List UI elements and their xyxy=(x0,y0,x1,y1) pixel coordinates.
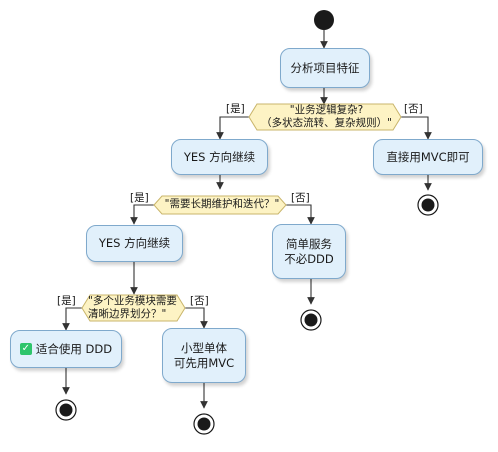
check-icon: ✓ xyxy=(19,343,32,355)
branch-label-no-1: [否] xyxy=(404,103,423,115)
end-node-4 xyxy=(193,413,215,435)
decision-1-text: "业务逻辑复杂? （多状态流转、复杂规则）" xyxy=(261,104,392,129)
node-yes-continue-1-label: YES 方向继续 xyxy=(183,149,256,164)
node-simple-service: 简单服务 不必DDD xyxy=(272,224,346,279)
end-node-1 xyxy=(417,194,439,216)
branch-label-yes-3: [是] xyxy=(57,295,76,307)
decision-3-text: "多个业务模块需要 清晰边界划分？" xyxy=(88,295,177,320)
branch-label-no-3: [否] xyxy=(190,295,209,307)
node-analyze-project: 分析项目特征 xyxy=(280,48,370,88)
node-direct-mvc: 直接用MVC即可 xyxy=(373,139,483,175)
edge-decision-3-yes xyxy=(62,307,82,331)
edge-decision-2-no xyxy=(286,204,315,225)
node-yes-continue-1: YES 方向继续 xyxy=(171,139,268,175)
end-node-2 xyxy=(300,309,322,331)
node-simple-service-label: 简单服务 不必DDD xyxy=(284,236,334,266)
node-small-mvc-label: 小型单体 可先用MVC xyxy=(173,340,235,370)
decision-1-shape xyxy=(248,103,402,131)
decision-2-text: "需要长期维护和迭代？" xyxy=(164,198,280,210)
edge-decision-2-yes xyxy=(130,204,154,225)
end-node-3 xyxy=(55,399,77,421)
node-suitable-ddd-label: 适合使用 DDD xyxy=(35,341,113,356)
node-analyze-project-label: 分析项目特征 xyxy=(290,60,360,75)
node-yes-continue-2: YES 方向继续 xyxy=(86,225,183,262)
node-suitable-ddd: ✓适合使用 DDD xyxy=(10,330,122,368)
branch-label-no-2: [否] xyxy=(291,192,310,204)
node-direct-mvc-label: 直接用MVC即可 xyxy=(386,149,470,164)
edge-decision-3-no xyxy=(185,307,208,329)
node-yes-continue-2-label: YES 方向继续 xyxy=(98,236,171,250)
decision-3-shape xyxy=(81,294,186,322)
decision-2-shape xyxy=(153,195,287,215)
start-node xyxy=(314,10,334,30)
node-small-mvc: 小型单体 可先用MVC xyxy=(162,328,246,383)
edge-decision-1-yes xyxy=(216,116,249,140)
edge-decision-1-no xyxy=(401,116,432,140)
branch-label-yes-2: [是] xyxy=(130,192,149,204)
branch-label-yes-1: [是] xyxy=(226,103,245,115)
